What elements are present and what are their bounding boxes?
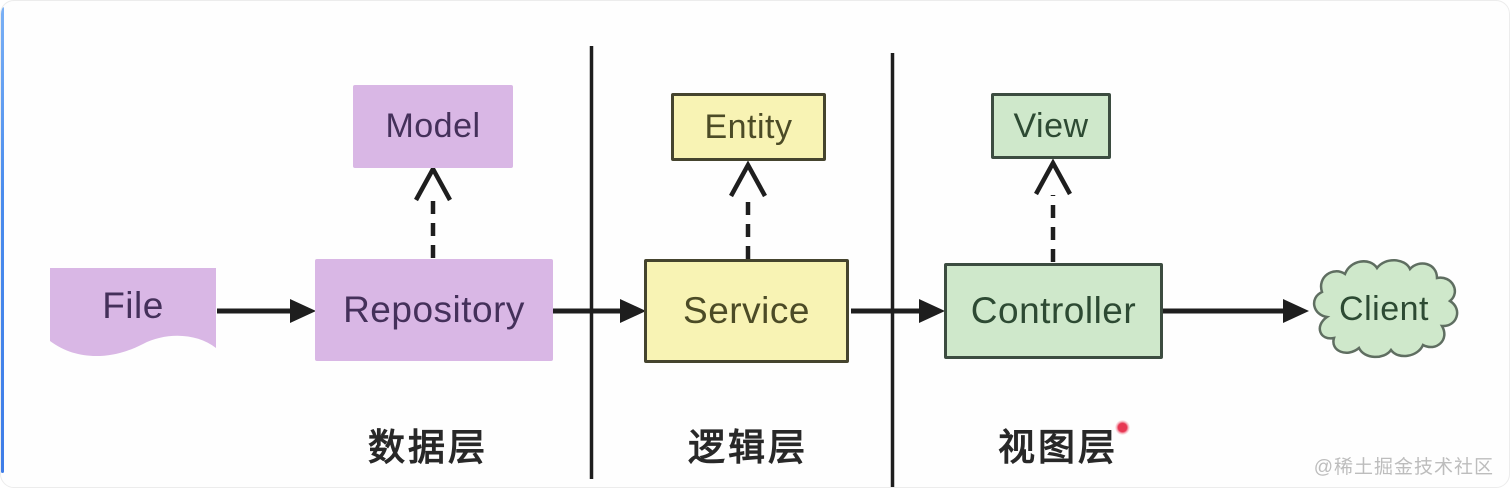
node-label: Entity (704, 107, 793, 146)
arrow-file-to-repository (217, 299, 316, 323)
red-dot-marker (1115, 420, 1130, 435)
cloud-shape (1312, 259, 1459, 359)
node-view: View (991, 93, 1111, 159)
layer-label-data: 数据层 (368, 427, 488, 468)
arrow-service-to-controller (851, 299, 945, 323)
node-controller: Controller (944, 263, 1163, 359)
node-label: Repository (343, 289, 525, 330)
arrow-controller-to-client (1163, 299, 1309, 323)
arrow-repository-to-service (553, 299, 646, 323)
node-service: Service (644, 259, 849, 363)
dashed-arrow-repository-to-model (414, 164, 452, 258)
node-label: Model (385, 107, 481, 145)
node-label: Client (1339, 289, 1429, 328)
node-label: File (102, 285, 164, 326)
node-repository: Repository (315, 259, 553, 361)
node-entity: Entity (671, 93, 826, 161)
node-client: Client (1303, 253, 1465, 365)
node-label: Controller (970, 290, 1137, 331)
node-file: File (50, 268, 216, 358)
dashed-arrow-service-to-entity (729, 160, 767, 259)
layer-label-logic: 逻辑层 (688, 427, 808, 468)
layer-label-view: 视图层 (998, 427, 1118, 468)
node-model: Model (353, 85, 513, 168)
watermark: @稀土掘金技术社区 (1313, 457, 1494, 478)
node-label: View (1013, 106, 1089, 145)
left-edge-accent (1, 7, 4, 473)
dashed-arrow-controller-to-view (1034, 158, 1072, 262)
document-shape (50, 268, 216, 356)
node-label: Service (683, 290, 810, 331)
